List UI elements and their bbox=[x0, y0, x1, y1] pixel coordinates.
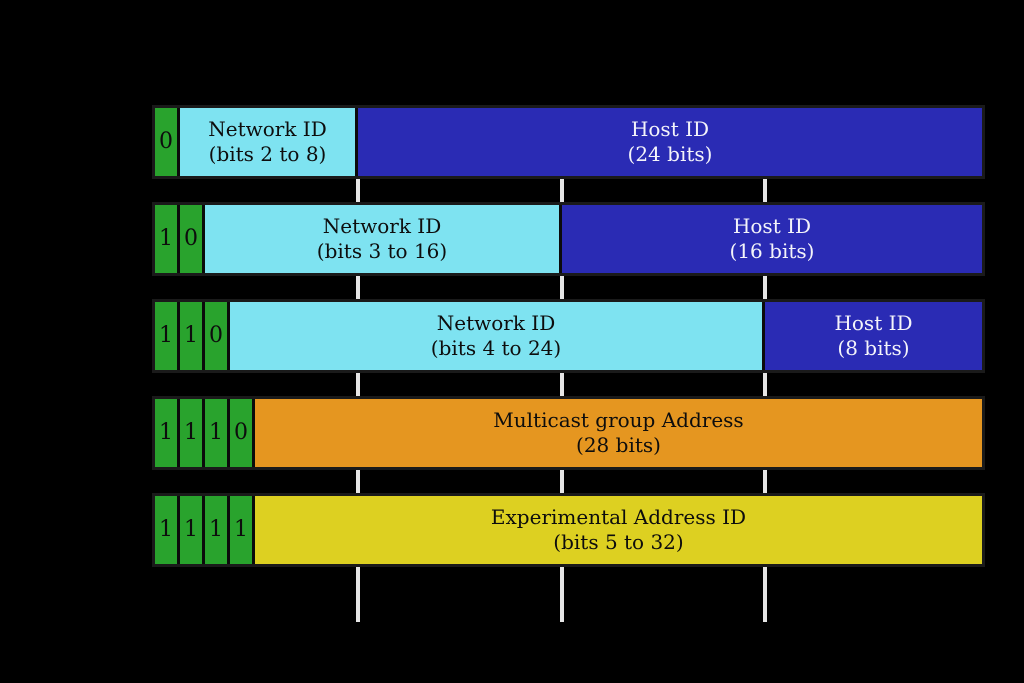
byte-boundary-tick bbox=[356, 179, 360, 202]
class-e-row: 1 1 1 1 Experimental Address ID (bits 5 … bbox=[152, 493, 985, 567]
class-d-row: 1 1 1 0 Multicast group Address (28 bits… bbox=[152, 396, 985, 470]
prefix-bit-cell: 1 bbox=[180, 496, 205, 564]
field-label-line2: (28 bits) bbox=[576, 433, 661, 457]
field-label-line1: Host ID bbox=[732, 214, 812, 238]
byte-boundary-tick bbox=[763, 276, 767, 299]
byte-boundary-tick bbox=[763, 567, 767, 622]
field-label-line1: Network ID bbox=[208, 117, 327, 141]
host-id-field: Host ID (24 bits) bbox=[358, 108, 982, 176]
network-id-field: Network ID (bits 3 to 16) bbox=[205, 205, 562, 273]
experimental-address-id-field: Experimental Address ID (bits 5 to 32) bbox=[255, 496, 982, 564]
prefix-bit-cell: 0 bbox=[230, 399, 255, 467]
prefix-bit-cell: 1 bbox=[205, 496, 230, 564]
prefix-bit-cell: 1 bbox=[155, 205, 180, 273]
field-label-line1: Host ID bbox=[630, 117, 710, 141]
byte-boundary-tick bbox=[763, 470, 767, 493]
ipv4-address-classes-diagram: 0 Network ID (bits 2 to 8) Host ID (24 b… bbox=[152, 105, 985, 622]
multicast-group-address-field: Multicast group Address (28 bits) bbox=[255, 399, 982, 467]
byte-boundary-tick bbox=[560, 567, 564, 622]
field-label-line2: (bits 5 to 32) bbox=[553, 530, 684, 554]
byte-boundary-tick bbox=[356, 567, 360, 622]
field-label-line2: (bits 2 to 8) bbox=[208, 142, 327, 166]
class-b-row: 1 0 Network ID (bits 3 to 16) Host ID (1… bbox=[152, 202, 985, 276]
byte-boundary-tick bbox=[560, 179, 564, 202]
network-id-field: Network ID (bits 4 to 24) bbox=[230, 302, 765, 370]
byte-boundary-tick bbox=[560, 470, 564, 493]
byte-boundary-tick bbox=[763, 179, 767, 202]
field-label-line1: Network ID bbox=[436, 311, 556, 335]
host-id-field: Host ID (8 bits) bbox=[765, 302, 982, 370]
prefix-bit-cell: 0 bbox=[155, 108, 180, 176]
prefix-bit-cell: 0 bbox=[205, 302, 230, 370]
field-label-line1: Experimental Address ID bbox=[490, 505, 747, 529]
field-label-line2: (24 bits) bbox=[627, 142, 713, 166]
field-label-line1: Host ID bbox=[834, 311, 913, 335]
prefix-bit-cell: 1 bbox=[155, 302, 180, 370]
prefix-bit-cell: 0 bbox=[180, 205, 205, 273]
byte-boundary-tick bbox=[356, 373, 360, 396]
prefix-bit-cell: 1 bbox=[205, 399, 230, 467]
byte-boundary-tick bbox=[356, 276, 360, 299]
prefix-bit-cell: 1 bbox=[155, 399, 180, 467]
prefix-bit-cell: 1 bbox=[180, 399, 205, 467]
byte-boundary-tick bbox=[763, 373, 767, 396]
field-label-line1: Network ID bbox=[322, 214, 442, 238]
byte-boundary-tick bbox=[356, 470, 360, 493]
field-label-line2: (8 bits) bbox=[837, 336, 910, 360]
prefix-bit-cell: 1 bbox=[180, 302, 205, 370]
class-c-row: 1 1 0 Network ID (bits 4 to 24) Host ID … bbox=[152, 299, 985, 373]
field-label-line2: (16 bits) bbox=[729, 239, 815, 263]
field-label-line2: (bits 4 to 24) bbox=[430, 336, 562, 360]
prefix-bit-cell: 1 bbox=[155, 496, 180, 564]
prefix-bit-cell: 1 bbox=[230, 496, 255, 564]
byte-boundary-tick bbox=[560, 276, 564, 299]
field-label-line1: Multicast group Address bbox=[493, 408, 744, 432]
byte-boundary-tick bbox=[560, 373, 564, 396]
field-label-line2: (bits 3 to 16) bbox=[316, 239, 448, 263]
network-id-field: Network ID (bits 2 to 8) bbox=[180, 108, 358, 176]
class-a-row: 0 Network ID (bits 2 to 8) Host ID (24 b… bbox=[152, 105, 985, 179]
host-id-field: Host ID (16 bits) bbox=[562, 205, 982, 273]
